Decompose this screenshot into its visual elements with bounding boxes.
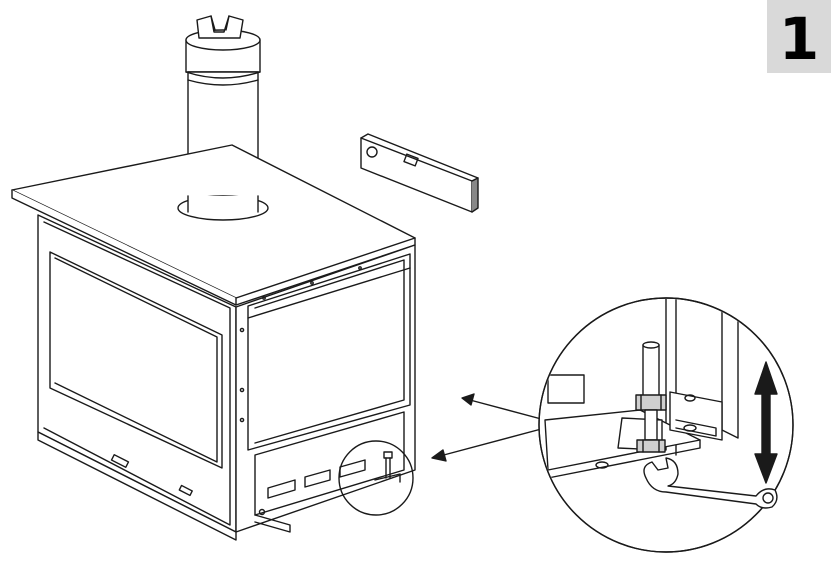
step-number: 1 (778, 4, 820, 73)
step-number-badge: 1 (767, 0, 831, 73)
up-down-arrow-icon (754, 361, 778, 484)
wrench-icon (643, 457, 778, 509)
fireplace-insert-icon (11, 144, 416, 541)
callout-arrows (431, 393, 546, 462)
spirit-level-icon (360, 133, 479, 213)
detail-magnified-view (538, 297, 794, 553)
detail-callout-circle (338, 440, 414, 516)
